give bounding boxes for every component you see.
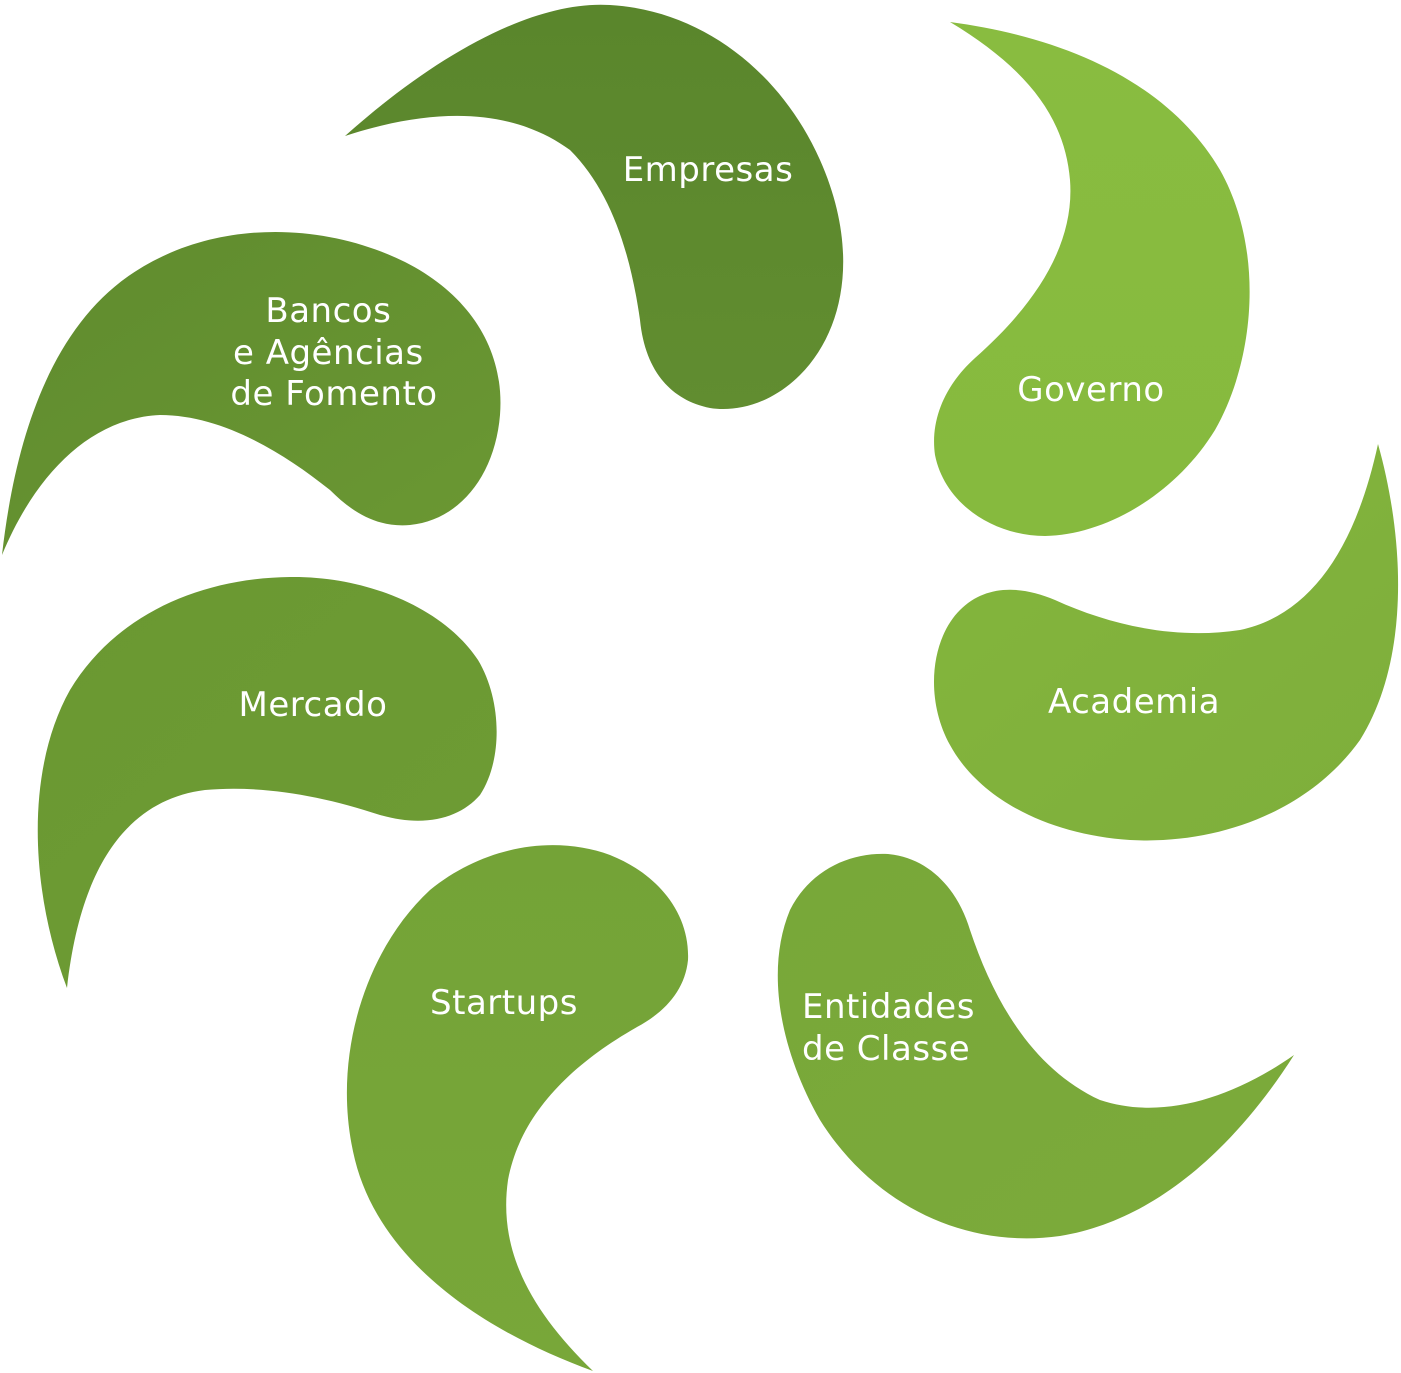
petal-mercado-line-1: Mercado [239,685,388,725]
petal-startups-label: Startups [430,983,578,1023]
petal-entidades-label: Entidades de Classe [802,987,986,1069]
petal-bancos-label: Bancos e Agências de Fomento [230,291,437,414]
petal-bancos: Bancos e Agências de Fomento [2,231,501,555]
petal-bancos-line-1: Bancos [265,291,391,331]
petal-startups-line-1: Startups [430,983,578,1023]
petal-bancos-line-3: de Fomento [230,374,437,414]
petal-academia-shape [933,444,1399,841]
petal-governo-shape [934,22,1250,536]
petal-entidades-line-1: Entidades [802,987,975,1027]
petal-startups: Startups [346,845,689,1371]
petal-governo: Governo [934,22,1250,536]
petal-empresas-line-1: Empresas [623,150,794,190]
petal-mercado: Mercado [37,576,497,988]
petal-entidades-shape [777,853,1294,1239]
petal-mercado-shape [37,576,497,988]
petal-governo-label: Governo [1017,370,1164,410]
petal-empresas-shape [345,4,844,410]
petal-startups-shape [346,845,689,1371]
petal-academia-label: Academia [1048,682,1220,722]
petal-entidades: Entidades de Classe [777,853,1294,1239]
petal-bancos-shape [2,231,501,555]
petal-academia-line-1: Academia [1048,682,1220,722]
petal-empresas-label: Empresas [623,150,794,190]
petal-governo-line-1: Governo [1017,370,1164,410]
petal-bancos-line-2: e Agências [233,333,424,373]
petal-academia: Academia [933,444,1399,841]
petal-entidades-line-2: de Classe [802,1029,970,1069]
petal-empresas: Empresas [345,4,844,410]
petal-mercado-label: Mercado [239,685,388,725]
